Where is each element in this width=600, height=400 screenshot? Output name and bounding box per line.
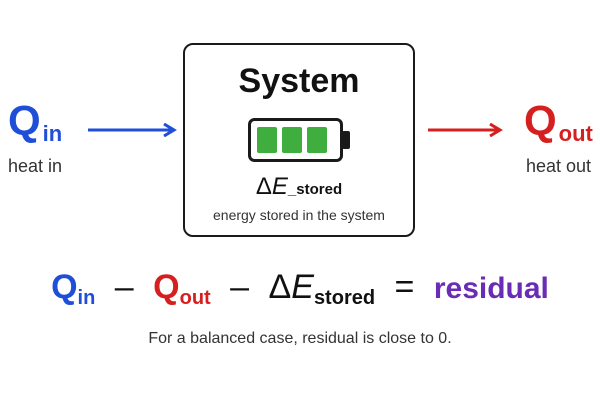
q-in-subscript: in bbox=[42, 121, 63, 146]
footnote: For a balanced case, residual is close t… bbox=[148, 330, 452, 347]
heat-in-arrow-icon bbox=[88, 123, 177, 137]
energy-caption: energy stored in the system bbox=[213, 207, 385, 223]
delta-symbol: Δ bbox=[255, 173, 272, 200]
heat-out-arrow-icon bbox=[428, 123, 503, 137]
eq-equals: = bbox=[394, 268, 415, 306]
heat-in-caption: heat in bbox=[8, 156, 63, 176]
heat-out-caption: heat out bbox=[526, 156, 592, 176]
system-title: System bbox=[238, 62, 360, 100]
q-in-label: Qin bbox=[8, 97, 62, 147]
battery-cell bbox=[282, 127, 302, 153]
q-in-symbol: Q bbox=[8, 97, 41, 144]
eq-q-in: Qin bbox=[51, 268, 96, 309]
eq-minus-2: – bbox=[230, 268, 250, 306]
q-out-subscript: out bbox=[558, 121, 593, 146]
eq-minus-1: – bbox=[114, 268, 134, 306]
q-out-symbol: Q bbox=[524, 97, 557, 144]
eq-q-out: Qout bbox=[153, 268, 211, 309]
energy-symbol: E bbox=[271, 173, 288, 200]
eq-residual: residual bbox=[433, 272, 549, 305]
battery-cell bbox=[307, 127, 327, 153]
q-out-label: Qout bbox=[524, 97, 593, 147]
energy-subscript: _stored bbox=[287, 181, 343, 198]
delta-e-stored: ΔE_stored bbox=[183, 173, 415, 201]
battery-icon bbox=[248, 118, 350, 162]
battery-cell bbox=[257, 127, 277, 153]
energy-balance-equation: Qin – Qout – ΔEstored = residual bbox=[0, 268, 600, 309]
eq-delta-e-stored: ΔEstored bbox=[268, 268, 376, 309]
